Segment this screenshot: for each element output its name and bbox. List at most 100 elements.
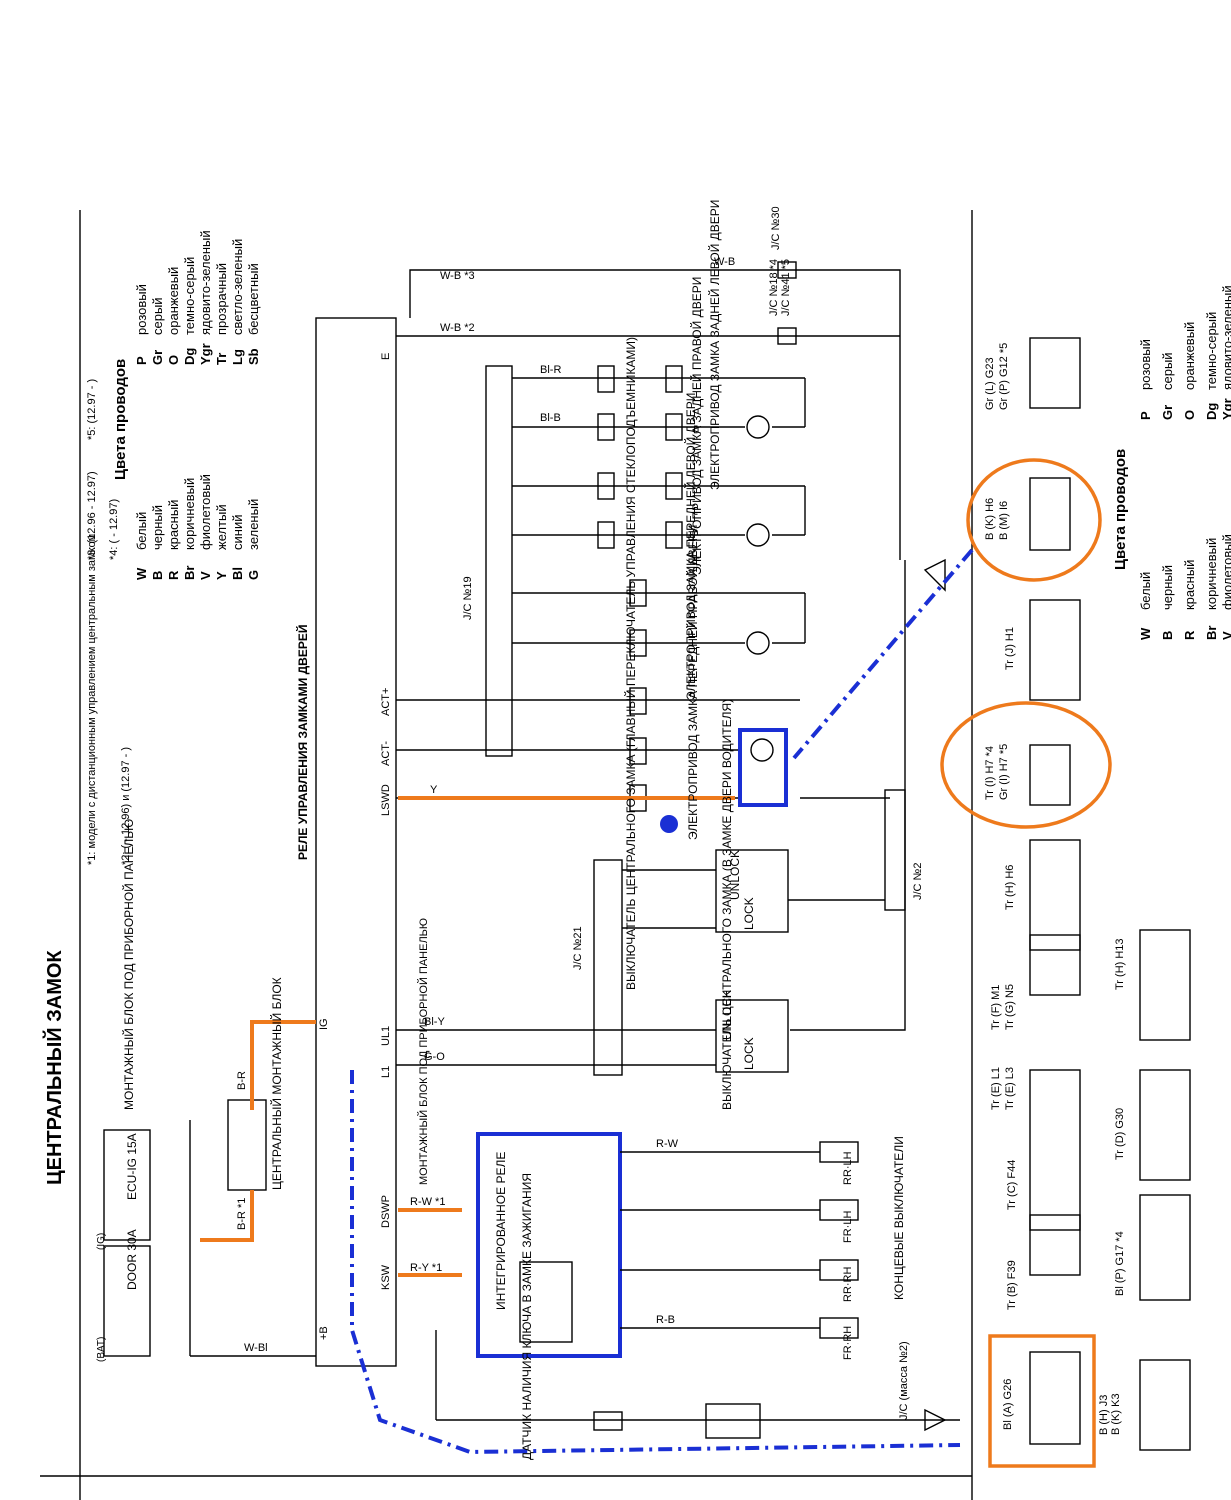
legend-name-v: фиолетовый: [198, 474, 213, 550]
fuse-door-label: DOOR 30A: [125, 1229, 139, 1290]
jc21-bar: [593, 859, 623, 1076]
legend-code-v: V: [198, 571, 213, 580]
jc18-box: [777, 327, 797, 345]
jc2-bar: [884, 789, 906, 911]
wire-wb-ground: [790, 560, 906, 1031]
door-rr-lh-label: RR·LH: [842, 1151, 854, 1185]
legend-name-p: розовый: [134, 284, 149, 335]
wire-label-rw1: R-W *1: [410, 1196, 446, 1208]
legend-code-p: P: [134, 356, 149, 365]
motor-symbols: [746, 415, 774, 762]
legend-code-lg: Lg: [230, 349, 245, 365]
conn-label-k3: B (K) K3: [1110, 1393, 1122, 1435]
pin-e: E: [380, 352, 392, 360]
legend2-code-v: V: [1220, 631, 1231, 640]
legend-name-r: красный: [166, 499, 181, 550]
master-switch-box: [715, 849, 789, 933]
legend2-code-r: R: [1182, 630, 1197, 640]
wire-label-wb-a: W-B: [714, 256, 736, 268]
wire-label-ry1: R-Y *1: [410, 1262, 443, 1274]
connector-thumbnails: [1029, 337, 1191, 1451]
wire-label-rw: R-W: [656, 1138, 678, 1150]
conn-label-n5: Tr (G) N5: [1004, 983, 1016, 1030]
jc19-label: J/C №19: [462, 576, 474, 620]
ig-label: (IG): [96, 1232, 107, 1250]
legend-code-r: R: [166, 570, 181, 580]
legend2-code-br: Br: [1204, 625, 1219, 640]
bat-label: (BAT): [96, 1336, 107, 1362]
legend2-name-gr: серый: [1160, 352, 1175, 390]
door-switch-symbols: [819, 1141, 859, 1339]
actuator-rl-label: ЭЛЕКТРОПРИВОД ЗАМКА ЗАДНЕЙ ЛЕВОЙ ДВЕРИ: [708, 199, 722, 490]
legend-code-g: G: [246, 569, 261, 580]
wire-label-rb: R-B: [656, 1314, 675, 1326]
key-sensor-label: ДАТЧИК НАЛИЧИЯ КЛЮЧА В ЗАМКЕ ЗАЖИГАНИЯ: [520, 1173, 534, 1460]
conn-label-h6b: B (K) H6: [984, 497, 996, 540]
wire-label-go: G-O: [424, 1051, 445, 1063]
jc18-label: J/C №18 *4: [768, 258, 780, 316]
legend2-code-o: O: [1182, 409, 1197, 420]
jb-panel-top-label: МОНТАЖНЫЙ БЛОК ПОД ПРИБОРНОЙ ПАНЕЛЬЮ: [122, 818, 136, 1110]
pin-l1: L1: [380, 1065, 392, 1078]
legend-name-br: коричневый: [182, 477, 197, 550]
conn-label-f44: Tr (C) F44: [1006, 1159, 1018, 1210]
legend2-name-r: красный: [1182, 559, 1197, 610]
driver-switch-box: [715, 999, 789, 1073]
legend-code-dg: Dg: [182, 347, 197, 365]
legend2-code-w: W: [1138, 627, 1153, 640]
legend2-name-v: фиолетовый: [1220, 534, 1231, 610]
conn-label-g17: Bl (P) G17 *4: [1114, 1231, 1126, 1296]
jc19-bar: [485, 365, 513, 757]
ground-gm: [923, 558, 946, 592]
legend-code-y: Y: [214, 571, 229, 580]
driver-unlock-label: UNLOCK: [720, 989, 734, 1040]
note-4: *4: ( - 12.97): [108, 498, 120, 560]
conn-label-f39: Tr (B) F39: [1006, 1260, 1018, 1310]
door-switches-label: КОНЦЕВЫЕ ВЫКЛЮЧАТЕЛИ: [892, 1136, 906, 1300]
door-rr-rh-label: RR·RH: [842, 1266, 854, 1302]
legend-name-lg: светло-зеленый: [230, 238, 245, 335]
legend-name-y: желтый: [214, 504, 229, 550]
central-jb-box: [227, 1099, 267, 1191]
pin-ig: IG: [318, 1018, 330, 1030]
legend-name-tr: прозрачный: [214, 262, 229, 335]
legend-name-bl: синий: [230, 514, 245, 550]
legend2-name-dg: темно-серый: [1204, 311, 1219, 390]
legend-name-sb: бесцветный: [246, 263, 261, 335]
wire-label-blb: Bl-B: [540, 412, 561, 424]
conn-label-l1: Tr (E) L1: [990, 1067, 1002, 1110]
wire-label-br1: B-R *1: [236, 1197, 248, 1230]
conn-label-i6: B (M) I6: [998, 500, 1010, 540]
legend2-name-p: розовый: [1138, 339, 1153, 390]
legend-title: Цвета проводов: [112, 358, 129, 480]
conn-label-g12: Gr (P) G12 *5: [998, 342, 1010, 410]
legend-code-b: B: [150, 570, 165, 580]
pin-act-minus: ACT-: [380, 740, 392, 766]
legend2-code-p: P: [1138, 411, 1153, 420]
legend2-title: Цвета проводов: [1112, 448, 1129, 570]
integrated-relay-label: ИНТЕГРИРОВАННОЕ РЕЛЕ: [494, 1151, 508, 1310]
legend2-code-b: B: [1160, 630, 1175, 640]
conn-label-l3: Tr (E) L3: [1004, 1067, 1016, 1110]
legend2-name-b: черный: [1160, 564, 1175, 610]
legend-code-sb: Sb: [246, 348, 261, 365]
legend-name-b: черный: [150, 504, 165, 550]
conn-label-g26: Bl (A) G26: [1002, 1378, 1014, 1430]
actuator-wires: [396, 377, 806, 799]
actuator-fr-marker: [660, 815, 678, 833]
conn-label-m1: Tr (F) M1: [990, 984, 1002, 1030]
legend-name-dg: темно-серый: [182, 256, 197, 335]
actuator-fr-label: ЭЛЕКТРОПРИВОД ЗАМКА ПЕРЕДНЕЙ ПРАВОЙ ДВЕР…: [686, 524, 700, 840]
relay-coil: [519, 1261, 573, 1343]
conn-label-g23: Gr (L) G23: [984, 357, 996, 410]
jc30-box: [777, 261, 797, 279]
legend2-code-dg: Dg: [1204, 402, 1219, 420]
wire-label-wb2: W-B *2: [440, 322, 475, 334]
driver-lock-label: LOCK: [742, 1037, 756, 1070]
legend-name-o: оранжевый: [166, 266, 181, 335]
jc41-label: J/C №41 *5: [780, 258, 792, 316]
integrated-relay-box: [476, 1132, 622, 1358]
jc2-label: J/C №2: [912, 862, 924, 900]
